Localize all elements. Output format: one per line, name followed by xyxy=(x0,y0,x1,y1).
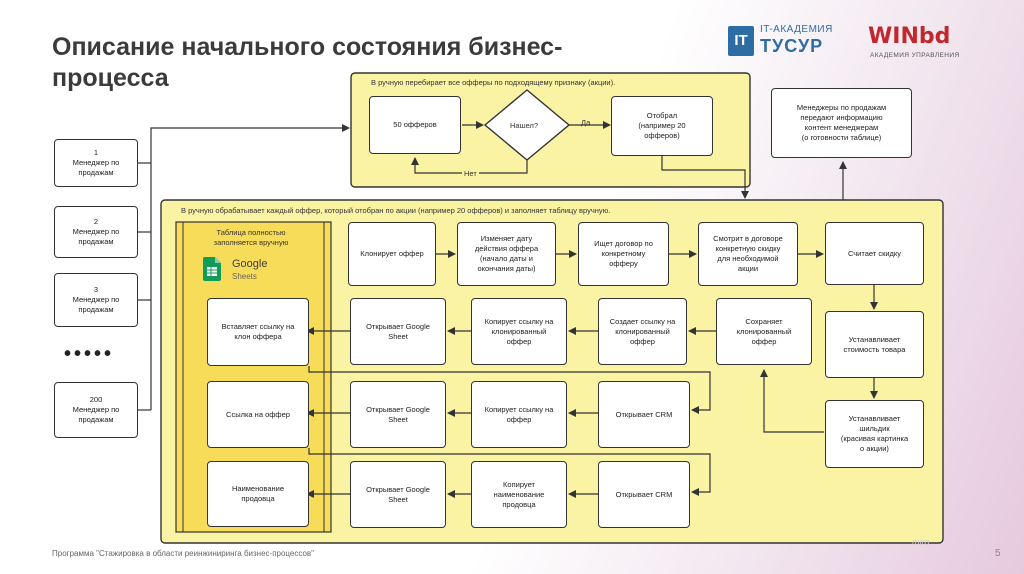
set-price-box: Устанавливает стоимость товара xyxy=(825,311,924,378)
offer-link-box: Ссылка на оффер xyxy=(207,381,309,448)
it-academy-logo: IT IT-АКАДЕМИЯ ТУСУР xyxy=(728,24,858,64)
copy-seller-name-box: Копирует наименование продовца xyxy=(471,461,567,528)
winbd-sub-label: АКАДЕМИЯ УПРАВЛЕНИЯ xyxy=(870,52,960,59)
winbd-logo: WINbd АКАДЕМИЯ УПРАВЛЕНИЯ xyxy=(868,24,988,64)
main-region-label: В ручную обрабатывает каждый оффер, кото… xyxy=(181,206,611,215)
google-sheets-icon xyxy=(203,257,221,281)
winbd-label: WINbd xyxy=(868,24,951,49)
yes-label: Да xyxy=(581,118,591,127)
tusur-label: ТУСУР xyxy=(760,36,824,56)
manager-box-2: 2 Менеджер по продажам xyxy=(54,206,138,258)
page-number: 5 xyxy=(995,548,1001,559)
manager-box-1: 1 Менеджер по продажам xyxy=(54,139,138,187)
save-clone-box: Сохраняет клонированный оффер xyxy=(716,298,812,365)
open-crm-box-2: Открывает CRM xyxy=(598,461,690,528)
google-sheets-sub: Sheets xyxy=(232,272,257,281)
google-sheets-label: Google Sheets xyxy=(232,258,267,283)
page-title: Описание начального состояния бизнес-про… xyxy=(52,33,563,92)
it-academy-label: IT-АКАДЕМИЯ xyxy=(760,24,833,35)
copy-clone-link-box: Копирует ссылку на клонированный оффер xyxy=(471,298,567,365)
manager-box-200: 200 Менеджер по продажам xyxy=(54,382,138,438)
open-sheet-box-3: Открывает Google Sheet xyxy=(350,461,446,528)
google-sheets-title: Google xyxy=(232,258,268,270)
create-clone-link-box: Создает ссылку на клонированный оффер xyxy=(598,298,687,365)
check-discount-box: Смотрит в договоре конкретную скидку для… xyxy=(698,222,798,286)
managers-info-box: Менеджеры по продажам передают информаци… xyxy=(771,88,912,158)
insert-clone-link-box: Вставляет ссылку на клон оффера xyxy=(207,298,309,366)
clone-offer-box: Клонирует оффер xyxy=(348,222,436,286)
change-date-box: Изменяет дату действия оффера (начало да… xyxy=(457,222,556,286)
manager-box-3: 3 Менеджер по продажам xyxy=(54,273,138,327)
open-sheet-box-2: Открывает Google Sheet xyxy=(350,381,446,448)
miro-watermark: miro xyxy=(912,537,930,547)
table-column-inner xyxy=(182,221,325,533)
selected-offers-box: Отобрал (например 20 офферов) xyxy=(611,96,713,156)
open-crm-box-1: Открывает CRM xyxy=(598,381,690,448)
ellipsis-dots: ••••• xyxy=(64,343,115,365)
open-sheet-box-1: Открывает Google Sheet xyxy=(350,298,446,365)
search-contract-box: Ищет договор по конкретному офферу xyxy=(578,222,669,286)
offers-50-box: 50 офферов xyxy=(369,96,461,154)
table-column-label: Таблица полностью заполняется вручную xyxy=(213,228,289,247)
no-label: Нет xyxy=(462,169,479,178)
copy-offer-link-box: Копирует ссылку на оффер xyxy=(471,381,567,448)
seller-name-box: Наименование продовца xyxy=(207,461,309,527)
top-region-label: В ручную перебирает все офферы по подход… xyxy=(371,78,616,87)
footer-program: Программа "Стажировка в области реинжини… xyxy=(52,549,315,558)
set-badge-box: Устанавливает шильдик (красивая картинка… xyxy=(825,400,924,468)
it-logo-icon: IT xyxy=(728,26,754,56)
calc-discount-box: Считает скидку xyxy=(825,222,924,285)
decision-label: Нашел? xyxy=(510,121,539,130)
